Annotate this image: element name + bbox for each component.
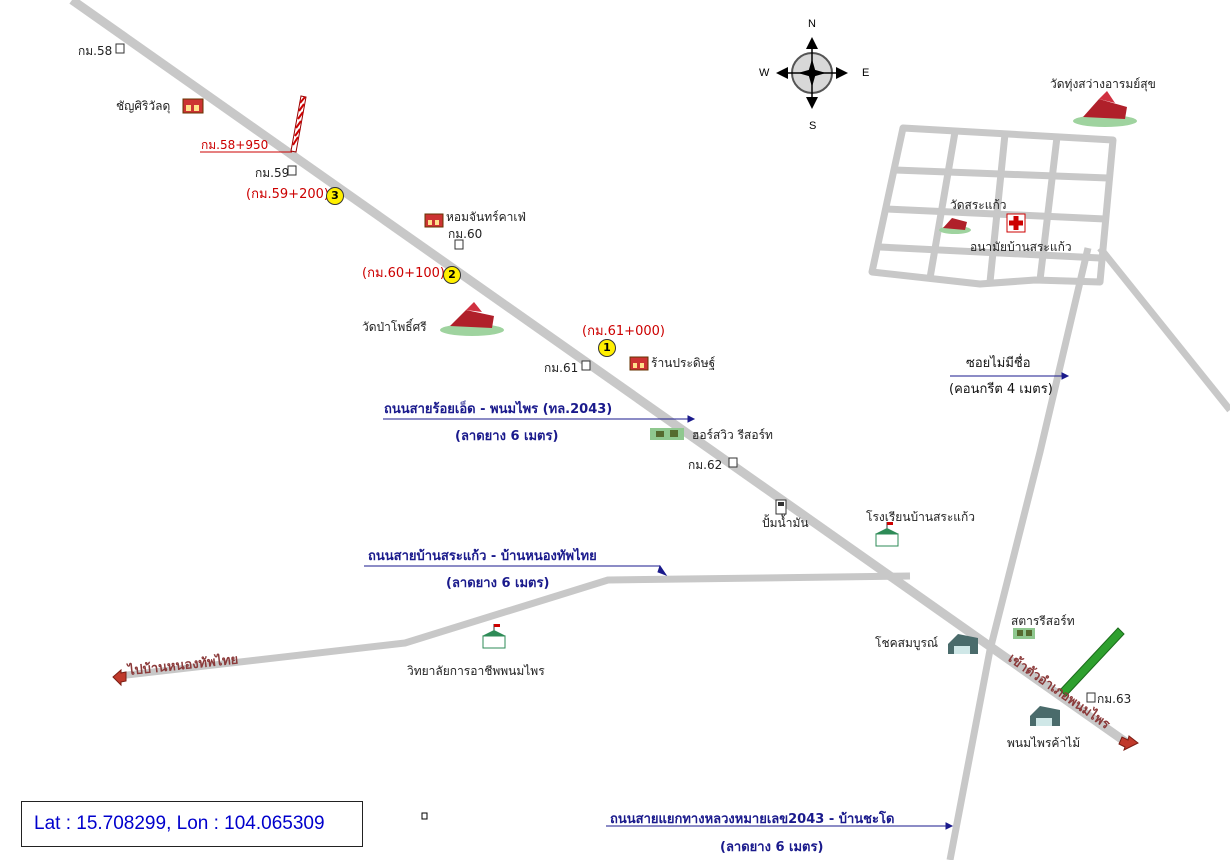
place-homjan: หอมจันทร์คาเฟ่ xyxy=(446,210,526,224)
compass-south: S xyxy=(809,120,817,132)
place-horse: ฮอร์สวิว รีสอร์ท xyxy=(692,428,773,442)
place-wat-thung: วัดทุ่งสว่างอารมย์สุข xyxy=(1050,77,1156,91)
compass-east: E xyxy=(862,67,870,79)
village-grid-outline xyxy=(868,124,1117,288)
place-wat-pa: วัดป่าโพธิ์ศรี xyxy=(362,320,427,334)
km-post-icon xyxy=(581,360,591,371)
km-61-label: กม.61 xyxy=(544,361,579,375)
shop-icon-homjan xyxy=(424,213,444,228)
sakaeo-road xyxy=(117,572,911,680)
main-highway xyxy=(69,0,1133,749)
place-star: สตารรีสอร์ท xyxy=(1011,614,1075,628)
place-pump: ปั้มน้ำมัน xyxy=(762,516,809,530)
green-sign-icon xyxy=(1059,627,1125,697)
compass-rose-icon xyxy=(776,37,848,109)
km-post-icon xyxy=(728,457,738,468)
arrow-to-phanom-icon xyxy=(1118,735,1139,751)
shop-icon-chanya xyxy=(182,98,204,114)
km-post-icon xyxy=(287,165,297,176)
road-sakaeo-sub: (ลาดยาง 6 เมตร) xyxy=(446,576,550,591)
km-63-label: กม.63 xyxy=(1097,692,1132,706)
compass-west: W xyxy=(759,67,770,79)
place-chanya: ชัญศิริวัลดุ xyxy=(116,99,171,113)
school-icon-college xyxy=(482,624,506,649)
place-ran: ร้านประดิษฐ์ xyxy=(651,356,716,370)
place-college: วิทยาลัยการอาชีพพนมไพร xyxy=(407,664,545,678)
red-cross-icon xyxy=(1006,213,1026,233)
km-59-label: กม.59 xyxy=(255,166,290,180)
road-soi-title: ซอยไม่มีชื่อ xyxy=(966,356,1031,371)
place-school: โรงเรียนบ้านสระแก้ว xyxy=(866,510,976,524)
place-wood: พนมไพรค้าไม้ xyxy=(1007,736,1081,750)
road-main-title: ถนนสายร้อยเอ็ด - พนมไพร (ทล.2043) xyxy=(384,402,613,417)
place-chok: โชคสมบูรณ์ xyxy=(875,636,939,650)
chainage-61-000: (กม.61+000) xyxy=(582,324,665,339)
roads xyxy=(69,0,1230,860)
road-chado-title: ถนนสายแยกทางหลวงหมายเลข2043 - บ้านชะโด xyxy=(610,812,895,827)
resort-icon-horse xyxy=(650,428,684,440)
compass-north: N xyxy=(808,18,816,30)
chainage-59-200: (กม.59+200) xyxy=(246,187,329,202)
place-wat-sakaeo: วัดสระแก้ว xyxy=(950,198,1007,212)
school-icon-sakaeo xyxy=(875,522,899,547)
warehouse-icon-chok xyxy=(948,634,978,654)
temple-icon-wat-sakaeo xyxy=(939,218,971,234)
temple-icon-wat-pa xyxy=(440,302,504,336)
east-road xyxy=(1097,245,1230,413)
km-post-icon xyxy=(1086,692,1096,703)
temple-icon-wat-thung xyxy=(1073,91,1137,127)
place-clinic: อนามัยบ้านสระแก้ว xyxy=(970,240,1072,254)
marker-3: 3 xyxy=(326,187,344,205)
road-soi-sub: (คอนกรีต 4 เมตร) xyxy=(949,382,1053,397)
marker-1: 1 xyxy=(598,339,616,357)
road-sakaeo-title: ถนนสายบ้านสระแก้ว - บ้านหนองทัพไทย xyxy=(368,549,597,564)
chainage-58-950: กม.58+950 xyxy=(201,138,269,152)
marker-2: 2 xyxy=(443,266,461,284)
resort-icon-star xyxy=(1013,628,1035,639)
km-58-label: กม.58 xyxy=(78,44,113,58)
warehouse-icon-wood xyxy=(1030,706,1060,726)
small-square-marker xyxy=(421,812,428,820)
shop-icon-ran xyxy=(629,356,649,371)
bridge-icon xyxy=(290,95,307,153)
km-60-label: กม.60 xyxy=(448,227,483,241)
km-post-icon xyxy=(115,43,125,54)
arrow-to-nongtap-icon xyxy=(112,668,127,687)
label-arrows xyxy=(364,372,1070,830)
km-post-icons xyxy=(115,43,1096,703)
chainage-60-100: (กม.60+100) xyxy=(362,266,445,281)
coordinates-box: Lat : 15.708299, Lon : 104.065309 xyxy=(21,801,363,847)
road-main-sub: (ลาดยาง 6 เมตร) xyxy=(455,429,559,444)
fuel-pump-icon xyxy=(775,499,787,515)
road-chado-sub: (ลาดยาง 6 เมตร) xyxy=(720,840,824,855)
km-62-label: กม.62 xyxy=(688,458,723,472)
soi-road xyxy=(946,247,1092,860)
km-post-icon xyxy=(454,239,464,250)
